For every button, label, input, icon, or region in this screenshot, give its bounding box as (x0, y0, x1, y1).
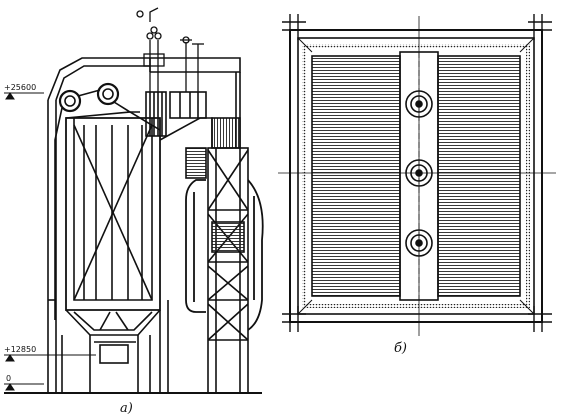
gas-duct (185, 179, 264, 331)
caption-right-view: б) (394, 341, 407, 356)
elevation-marker-middle (4, 354, 96, 362)
elevation-label-upper: +25600 (4, 83, 36, 92)
steam-piping (136, 7, 204, 92)
corner-column-top-left (282, 14, 306, 40)
tube-bank-left (311, 55, 401, 297)
plan-view (278, 14, 556, 336)
side-elevation-view (4, 7, 264, 394)
corner-column-bottom-right (528, 306, 552, 332)
steam-drum-right (96, 82, 120, 106)
caption-left-view: а) (120, 401, 133, 416)
elevation-label-middle: +12850 (4, 345, 36, 354)
economizer-tower (185, 117, 249, 394)
plan-outer-frame (289, 29, 543, 323)
elevation-marker-ground (4, 383, 44, 391)
corner-column-top-right (528, 14, 552, 40)
furnace-shaft (65, 111, 161, 311)
elevation-marker-upper (4, 92, 44, 100)
steam-drum-left (58, 89, 82, 113)
ash-hopper (65, 309, 161, 393)
elevation-label-ground: 0 (6, 374, 11, 383)
plan-dotted-border (302, 44, 530, 308)
superheater-section (145, 91, 213, 148)
downcomer-pipe-left (54, 107, 63, 320)
downcomer-pipe-right (113, 101, 140, 113)
tube-bank-right (437, 55, 521, 297)
corner-column-bottom-left (282, 306, 306, 332)
